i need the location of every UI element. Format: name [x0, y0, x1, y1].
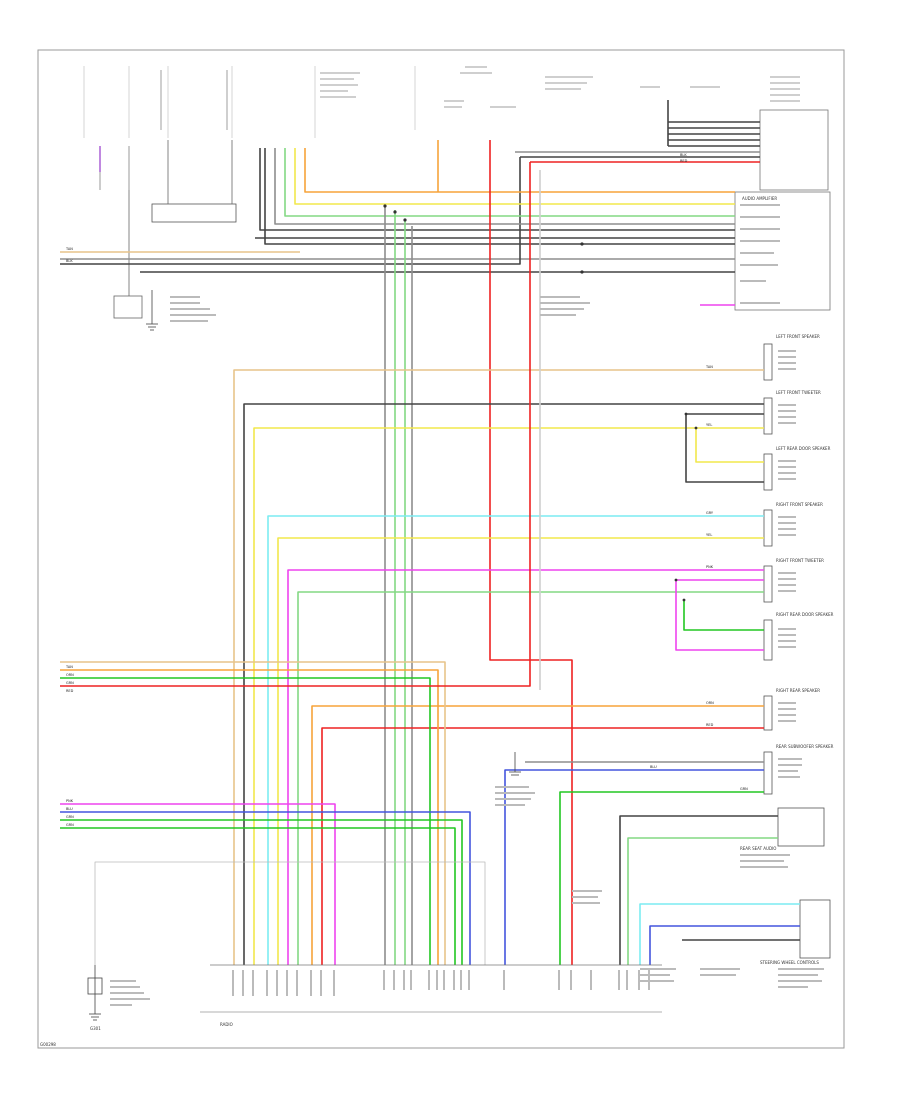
- wire-lt-green-top: [284, 148, 735, 217]
- label-steering-controls: STEERING WHEEL CONTROLS: [760, 960, 819, 965]
- label-audio-amp: AUDIO AMPLIFIER: [742, 196, 777, 201]
- svg-text:RED: RED: [706, 723, 714, 727]
- label-rr-speaker: RIGHT REAR SPEAKER: [776, 688, 820, 693]
- wire-green-left-group: [60, 677, 431, 965]
- wire-blue-swc: [649, 925, 800, 965]
- svg-text:GRN: GRN: [66, 823, 74, 827]
- wire-black-rsa: [619, 815, 778, 965]
- svg-text:GRN: GRN: [66, 815, 74, 819]
- wire-black-ground-low: [94, 861, 486, 965]
- wire-blue-sub: [504, 769, 764, 965]
- label-lr-door-speaker: LEFT REAR DOOR SPEAKER: [776, 446, 831, 451]
- svg-text:GRN: GRN: [66, 681, 74, 685]
- speaker-text-stubs: [640, 350, 824, 988]
- wire-lt-green-rf-tweeter: [297, 591, 764, 965]
- wire-orange-left-group: [60, 669, 439, 965]
- label-rf-tweeter: RIGHT FRONT TWEETER: [776, 558, 824, 563]
- wire-red-main: [489, 140, 573, 965]
- radio-connector-row: [200, 964, 662, 1013]
- wire-yellow-rf: [277, 537, 764, 965]
- wire-cyan-rf: [267, 515, 764, 965]
- label-lf-speaker: LEFT FRONT SPEAKER: [776, 334, 820, 339]
- svg-text:ORN: ORN: [706, 701, 714, 705]
- wire-gray-top: [274, 148, 735, 225]
- wire-color-labels: TAN BLK TAN ORN GRN RED PNK BLU GRN GRN …: [65, 153, 748, 827]
- wire-tan-left-group: [60, 661, 446, 965]
- wire-black-lr-loop: [685, 413, 764, 483]
- wire-pink-rr-loop: [675, 579, 764, 651]
- wires: [60, 100, 800, 965]
- ground-symbol-bottom: [87, 965, 103, 1021]
- svg-text:BLU: BLU: [66, 807, 73, 811]
- svg-text:PNK: PNK: [66, 799, 74, 803]
- header-pin-ticks: [99, 146, 130, 190]
- label-rf-speaker: RIGHT FRONT SPEAKER: [776, 502, 823, 507]
- radio-module-top: [759, 109, 829, 191]
- wire-green-rr-loop: [683, 600, 764, 631]
- wire-red-rr: [321, 727, 764, 965]
- svg-text:PNK: PNK: [706, 565, 714, 569]
- top-labels: [83, 66, 416, 138]
- connector-labels: LEFT FRONT SPEAKER LEFT FRONT TWEETER LE…: [90, 196, 834, 1031]
- splices: [383, 204, 698, 602]
- wire-green-low2: [60, 827, 456, 965]
- label-rear-seat-audio: REAR SEAT AUDIO: [740, 846, 776, 851]
- radio-pin-stubs: [232, 890, 650, 996]
- wire-red-left-group: [60, 162, 531, 687]
- ground-symbol-top: [146, 290, 158, 331]
- antenna-module-box: [151, 203, 237, 223]
- label-rear-subwoofer: REAR SUBWOOFER SPEAKER: [776, 744, 834, 749]
- ground-symbol-mid: [509, 752, 521, 776]
- svg-text:GRY: GRY: [706, 511, 714, 515]
- wire-orange-top: [304, 148, 735, 193]
- wire-yellow-top: [294, 148, 735, 205]
- footer-code: G00298: [40, 1042, 56, 1047]
- diagram-frame: [37, 49, 845, 1049]
- left-ground-module: [113, 295, 143, 319]
- svg-text:YEL: YEL: [706, 533, 712, 537]
- label-rr-door-speaker: RIGHT REAR DOOR SPEAKER: [776, 612, 834, 617]
- wire-tan-lf-speaker: [233, 369, 764, 965]
- svg-text:RED: RED: [66, 689, 74, 693]
- wire-yellow-lr-loop: [695, 428, 764, 463]
- wire-black-lf-tweeter: [243, 403, 764, 965]
- label-lf-tweeter: LEFT FRONT TWEETER: [776, 390, 821, 395]
- svg-text:BLK: BLK: [66, 259, 73, 263]
- svg-text:ORN: ORN: [66, 673, 74, 677]
- top-text-stubs: [160, 66, 800, 130]
- svg-text:YEL: YEL: [706, 423, 712, 427]
- wire-yellow-lf-tweeter: [253, 427, 764, 965]
- label-radio: RADIO: [220, 1022, 233, 1027]
- wire-cyan-swc: [639, 903, 800, 965]
- wire-green-low: [60, 819, 463, 965]
- wire-orange-rr: [311, 705, 764, 965]
- svg-text:TAN: TAN: [65, 247, 73, 251]
- svg-text:GRN: GRN: [740, 787, 748, 791]
- svg-text:RED: RED: [680, 159, 688, 163]
- wire-blue-low: [60, 811, 471, 965]
- wire-pink-low: [60, 803, 336, 965]
- wire-green-sub: [559, 791, 764, 965]
- audio-amplifier-box: [734, 191, 831, 311]
- wire-black-top2: [264, 148, 735, 245]
- svg-text:BLU: BLU: [650, 765, 657, 769]
- wire-lt-green-rsa: [627, 837, 778, 965]
- wire-black-top: [259, 148, 735, 231]
- label-ground: G301: [90, 1026, 101, 1031]
- wire-pink-rf-tweeter: [287, 569, 764, 965]
- speaker-connectors: [763, 343, 831, 959]
- ground-text-stubs: [110, 296, 590, 1006]
- svg-text:TAN: TAN: [705, 365, 713, 369]
- wire-black-radio-1: [668, 121, 760, 147]
- svg-text:BLK: BLK: [680, 153, 687, 157]
- amp-pin-stubs: [740, 204, 780, 304]
- svg-text:TAN: TAN: [65, 665, 73, 669]
